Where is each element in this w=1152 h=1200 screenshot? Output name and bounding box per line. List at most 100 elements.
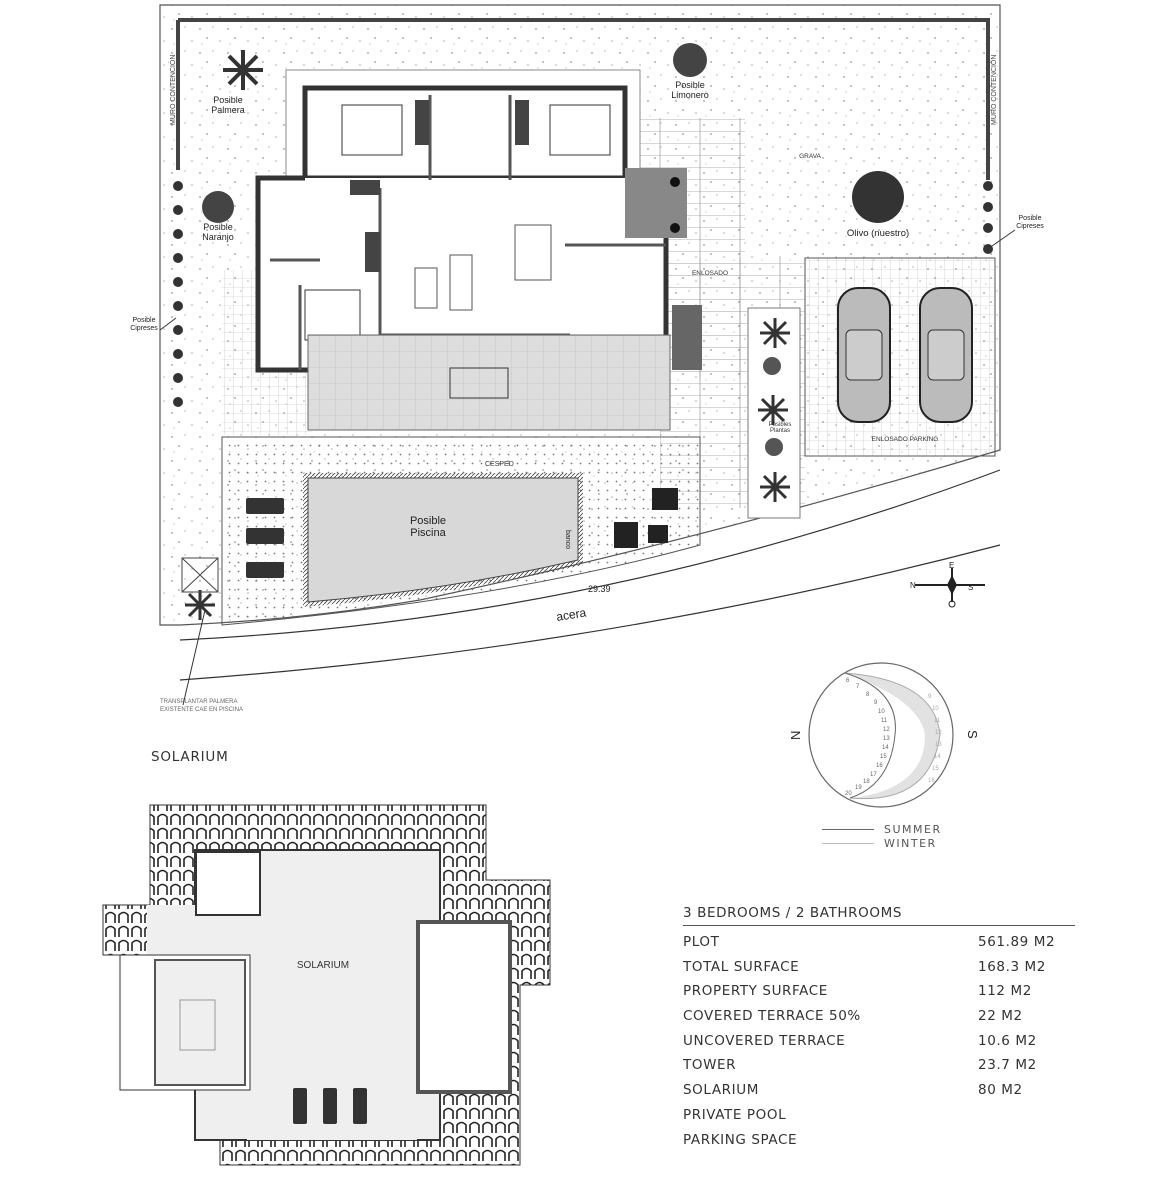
- svg-text:11: 11: [934, 718, 941, 724]
- svg-text:19: 19: [855, 785, 862, 791]
- svg-text:10: 10: [878, 709, 885, 715]
- sun-loungers: [246, 498, 284, 578]
- spec-row: UNCOVERED TERRACE 10.6 M2: [683, 1033, 1075, 1058]
- planter: [672, 305, 702, 370]
- svg-text:20: 20: [845, 791, 852, 797]
- bench-label: banco: [564, 530, 571, 549]
- spec-value: 168.3 M2: [978, 958, 1046, 975]
- lawn-label: CESPED: [485, 461, 514, 468]
- table-icon: [179, 999, 216, 1051]
- spec-row: PARKING SPACE: [683, 1132, 1075, 1157]
- svg-text:16: 16: [876, 763, 883, 769]
- svg-text:14: 14: [934, 754, 941, 760]
- covered-area: [154, 959, 246, 1086]
- winter-label: WINTER: [884, 836, 937, 850]
- compass-rose-icon: N S E: [910, 561, 985, 608]
- summer-label: SUMMER: [884, 822, 942, 836]
- sun-lounger-icons: [293, 1088, 367, 1124]
- sidewalk: [179, 469, 1001, 681]
- house: [255, 85, 687, 373]
- svg-text:13: 13: [935, 742, 942, 748]
- spec-value: 561.89 M2: [978, 934, 1056, 950]
- level-label: 29.39: [588, 584, 611, 594]
- svg-text:9: 9: [928, 694, 932, 700]
- olive-label: Olivo (nuestro): [847, 228, 909, 239]
- shrub-icon: [765, 438, 783, 456]
- sun-south-label: S: [965, 730, 980, 739]
- leader-line: [991, 229, 1016, 247]
- shrub-icon: [763, 357, 781, 375]
- leader-line: [159, 317, 177, 331]
- svg-text:9: 9: [874, 700, 878, 706]
- spec-label: PROPERTY SURFACE: [683, 983, 828, 1000]
- solarium-title: SOLARIUM: [151, 749, 229, 765]
- svg-text:11: 11: [881, 718, 888, 724]
- spec-label: TOTAL SURFACE: [683, 958, 800, 975]
- svg-text:12: 12: [883, 727, 890, 733]
- palm-tree-icon: [185, 590, 215, 620]
- svg-text:12: 12: [935, 730, 942, 736]
- svg-text:18: 18: [863, 779, 870, 785]
- spec-label: PLOT: [683, 934, 720, 950]
- gravel-label: GRAVA: [799, 153, 821, 160]
- retaining-wall-left-label: MURO CONTENCIÓN: [168, 55, 177, 125]
- specs-table: 3 BEDROOMS / 2 BATHROOMS PLOT 561.89 M2 T…: [683, 905, 1075, 1156]
- spec-row: PLOT 561.89 M2: [683, 934, 1075, 959]
- palm-icon: [758, 318, 790, 502]
- hot-tub-icon: [195, 851, 261, 916]
- cross-mark: [181, 557, 219, 593]
- covered-terrace: [307, 334, 671, 431]
- summer-line: [822, 828, 874, 830]
- sun-north-label: N: [788, 731, 803, 740]
- svg-text:E: E: [949, 561, 954, 570]
- solarium-plan: [102, 804, 551, 1166]
- sidewalk-label: acera: [555, 605, 587, 624]
- svg-text:8: 8: [866, 692, 870, 698]
- pool: [307, 477, 579, 603]
- spec-label: COVERED TERRACE 50%: [683, 1008, 861, 1025]
- svg-text:13: 13: [883, 736, 890, 742]
- specs-heading: 3 BEDROOMS / 2 BATHROOMS: [683, 905, 1075, 926]
- svg-text:10: 10: [932, 706, 939, 712]
- svg-text:14: 14: [882, 745, 889, 751]
- spec-label: TOWER: [683, 1057, 737, 1074]
- legend-winter: WINTER: [822, 836, 942, 850]
- spec-value: 80 M2: [978, 1082, 1023, 1099]
- spec-label: PARKING SPACE: [683, 1131, 798, 1148]
- transplant-leader: [182, 609, 206, 706]
- spec-row: TOTAL SURFACE 168.3 M2: [683, 959, 1075, 984]
- solarium-room-label: SOLARIUM: [297, 960, 349, 971]
- cypress-row-right: [983, 181, 993, 254]
- spec-label: UNCOVERED TERRACE: [683, 1032, 846, 1049]
- parking-label: ENLOSADO PARKING: [872, 436, 939, 443]
- spec-row: COVERED TERRACE 50%22 M2: [683, 1008, 1075, 1033]
- sun-legend: SUMMER WINTER: [822, 822, 942, 850]
- palm-tree-icon: [223, 50, 263, 90]
- cypress-row-left: [173, 181, 183, 407]
- spec-row: PRIVATE POOL: [683, 1107, 1075, 1132]
- spec-value: 23.7 M2: [978, 1057, 1037, 1074]
- outdoor-furniture: [614, 488, 678, 548]
- olive-tree-icon: [852, 171, 904, 223]
- winter-line: [822, 842, 874, 844]
- spec-row: TOWER 23.7 M2: [683, 1057, 1075, 1082]
- terrace-table: [449, 367, 509, 399]
- svg-text:17: 17: [870, 772, 877, 778]
- spec-label: SOLARIUM: [683, 1082, 759, 1099]
- svg-text:N: N: [910, 581, 916, 590]
- spec-value: 10.6 M2: [978, 1032, 1037, 1049]
- svg-text:S: S: [968, 583, 973, 592]
